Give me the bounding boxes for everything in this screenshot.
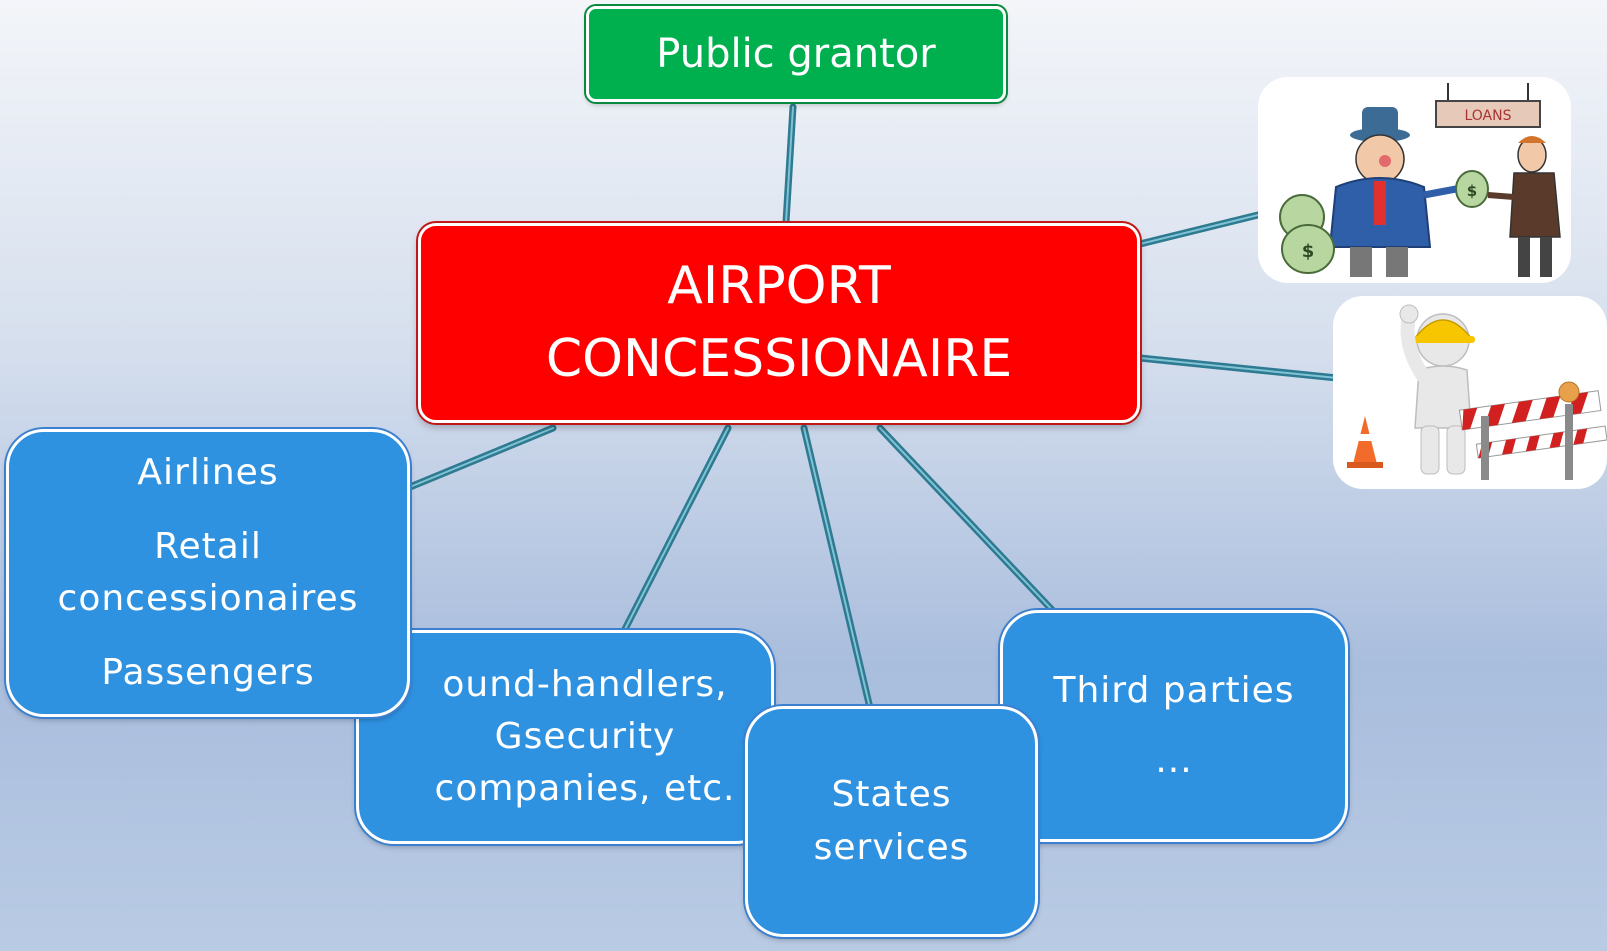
ground-handlers-node: ound-handlers, Gsecurity companies, etc. — [356, 630, 774, 844]
ground-label-line3: companies, etc. — [434, 768, 736, 810]
central-label-line2: CONCESSIONAIRE — [545, 329, 1013, 389]
loans-illustration: LOANS $ $ — [1258, 77, 1571, 283]
airlines-label: Airlines — [137, 451, 279, 493]
states-label-line2: services — [813, 826, 970, 868]
states-services-node: States services — [745, 706, 1038, 937]
public-grantor-node: Public grantor — [586, 6, 1006, 102]
passengers-label: Passengers — [101, 652, 315, 694]
states-label-line1: States — [831, 774, 952, 816]
third-parties-node: Third parties ... — [1000, 610, 1348, 842]
airlines-retail-passengers-node: Airlines Retail concessionaires Passenge… — [6, 429, 410, 717]
concessionaires-label: concessionaires — [57, 578, 359, 619]
third-ellipsis: ... — [1155, 740, 1193, 781]
airport-concessionaire-node: AIRPORT CONCESSIONAIRE — [418, 223, 1140, 423]
construction-worker-illustration — [1333, 296, 1607, 489]
public-grantor-label: Public grantor — [656, 31, 936, 77]
central-label-line1: AIRPORT — [667, 256, 891, 317]
retail-label: Retail — [154, 525, 262, 567]
ground-label-line1: ound-handlers, — [442, 663, 728, 705]
loans-sign-text: LOANS — [1464, 108, 1511, 124]
third-label: Third parties — [1053, 669, 1295, 711]
money-bag-symbol: $ — [1302, 241, 1315, 262]
hand-bag-symbol: $ — [1467, 182, 1477, 200]
ground-label-line2: Gsecurity — [494, 715, 676, 757]
